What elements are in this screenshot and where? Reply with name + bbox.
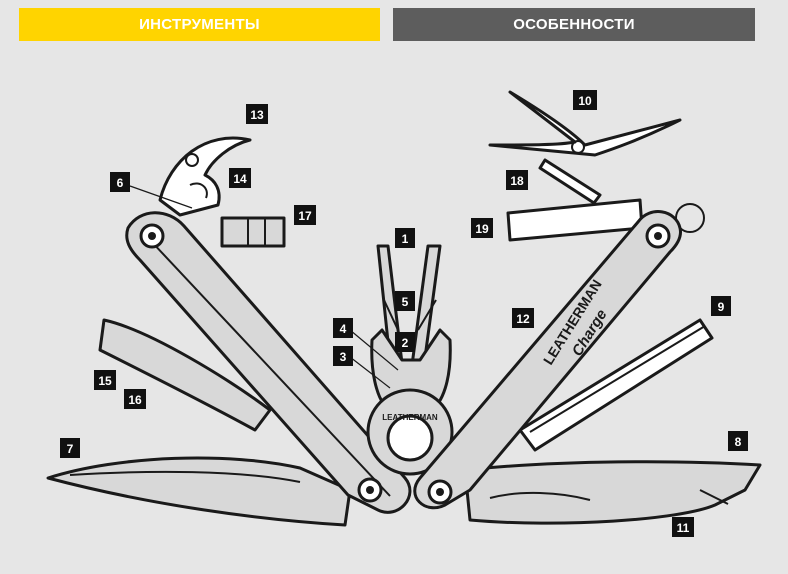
callout-17: 17 [294,205,316,225]
saw-blade [518,318,714,452]
strap-cutter [158,136,252,217]
svg-text:14: 14 [233,172,247,186]
svg-text:2: 2 [402,336,409,350]
callout-16: 16 [124,389,146,409]
right-handle [413,210,682,510]
callout-4: 4 [333,318,353,338]
svg-text:12: 12 [516,312,530,326]
callout-13: 13 [246,104,268,124]
svg-text:5: 5 [402,295,409,309]
svg-text:15: 15 [98,374,112,388]
scissors [488,90,682,157]
svg-text:19: 19 [475,222,489,236]
callout-2: 2 [395,332,415,352]
serrated-knife [463,460,762,525]
callout-3: 3 [333,346,353,366]
bit-driver [220,216,286,248]
callout-19: 19 [471,218,493,238]
svg-text:7: 7 [67,442,74,456]
svg-text:10: 10 [578,94,592,108]
tab-bar: ИНСТРУМЕНТЫ ОСОБЕННОСТИ [0,0,788,50]
callout-15: 15 [94,370,116,390]
callout-9: 9 [711,296,731,316]
svg-text:9: 9 [718,300,725,314]
callout-12: 12 [512,308,534,328]
callout-11: 11 [672,517,694,537]
tab-tools[interactable]: ИНСТРУМЕНТЫ [19,8,380,41]
svg-text:13: 13 [250,108,264,122]
svg-text:17: 17 [298,209,312,223]
callout-10: 10 [573,90,597,110]
svg-text:8: 8 [735,435,742,449]
svg-text:1: 1 [402,232,409,246]
svg-text:6: 6 [117,176,124,190]
callout-1: 1 [395,228,415,248]
pivot-engraving: LEATHERMAN [382,413,438,422]
callout-14: 14 [229,168,251,188]
knife-blade [46,456,352,527]
svg-text:18: 18 [510,174,524,188]
file-tool [538,158,602,205]
callout-18: 18 [506,170,528,190]
callout-8: 8 [728,431,748,451]
svg-text:11: 11 [677,521,690,535]
screwdriver-tool [506,198,644,242]
svg-text:16: 16 [128,393,142,407]
svg-text:4: 4 [340,322,347,336]
tab-features[interactable]: ОСОБЕННОСТИ [393,8,755,41]
left-handle [125,211,412,514]
callout-6: 6 [110,172,130,192]
callout-5: 5 [395,291,415,311]
svg-text:3: 3 [340,350,347,364]
left-saw-blade [98,318,272,432]
callout-7: 7 [60,438,80,458]
